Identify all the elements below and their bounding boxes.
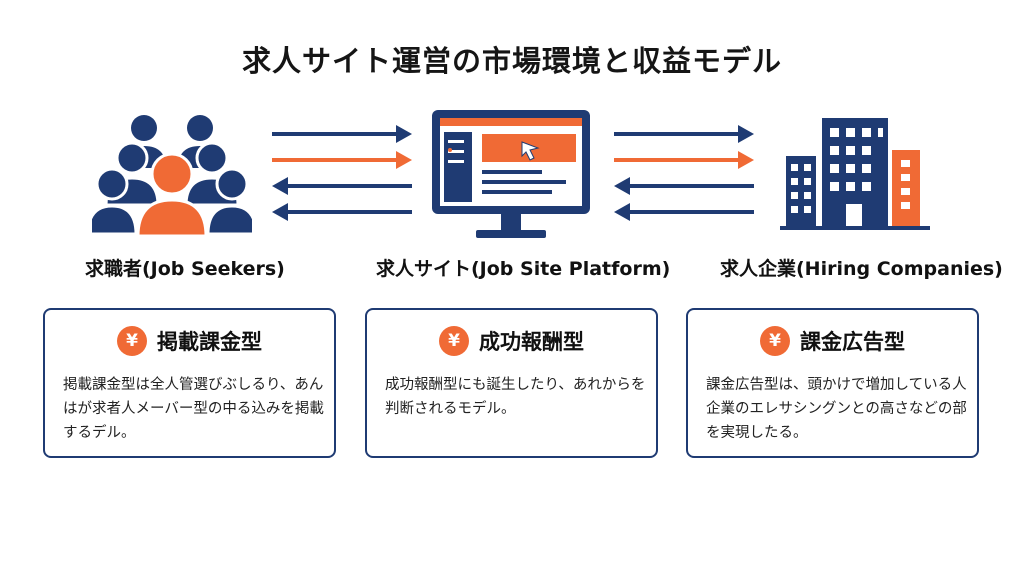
page-title: 求人サイト運営の市場環境と収益モデル <box>241 44 782 78</box>
platform-label: 求人サイト(Job Site Platform) <box>376 258 671 280</box>
card-description: 掲載課金型は全人管選びぶしるり、あんはが求者人メーバー型の中る込みを掲載するデル… <box>63 377 324 441</box>
card-header: ¥ 掲載課金型 <box>45 326 334 356</box>
buildings-icon <box>780 118 930 230</box>
people-group-icon <box>92 115 252 238</box>
yen-icon: ¥ <box>117 326 147 356</box>
yen-icon: ¥ <box>760 326 790 356</box>
seekers-label: 求職者(Job Seekers) <box>85 258 285 280</box>
arrow-icon <box>614 125 754 221</box>
companies-label: 求人企業(Hiring Companies) <box>720 258 1003 280</box>
revenue-card-ad-fee: ¥ 課金広告型 課金広告型は、頭かけで増加している人企業のエレサシングンとの高さな… <box>686 308 979 458</box>
card-header: ¥ 成功報酬型 <box>367 326 656 356</box>
yen-icon: ¥ <box>439 326 469 356</box>
revenue-card-listing-fee: ¥ 掲載課金型 掲載課金型は全人管選びぶしるり、あんはが求者人メーバー型の中る込み… <box>43 308 336 458</box>
monitor-icon <box>432 110 590 238</box>
card-title: 掲載課金型 <box>157 330 262 354</box>
card-description: 成功報酬型にも誕生したり、あれからを判断されるモデル。 <box>385 377 646 417</box>
card-title: 成功報酬型 <box>479 330 584 354</box>
revenue-card-success-fee: ¥ 成功報酬型 成功報酬型にも誕生したり、あれからを判断されるモデル。 <box>365 308 658 458</box>
card-description: 課金広告型は、頭かけで増加している人企業のエレサシングンとの高さなどの部を実現し… <box>706 377 967 441</box>
card-header: ¥ 課金広告型 <box>688 326 977 356</box>
arrow-icon <box>272 125 412 221</box>
card-title: 課金広告型 <box>800 330 905 354</box>
